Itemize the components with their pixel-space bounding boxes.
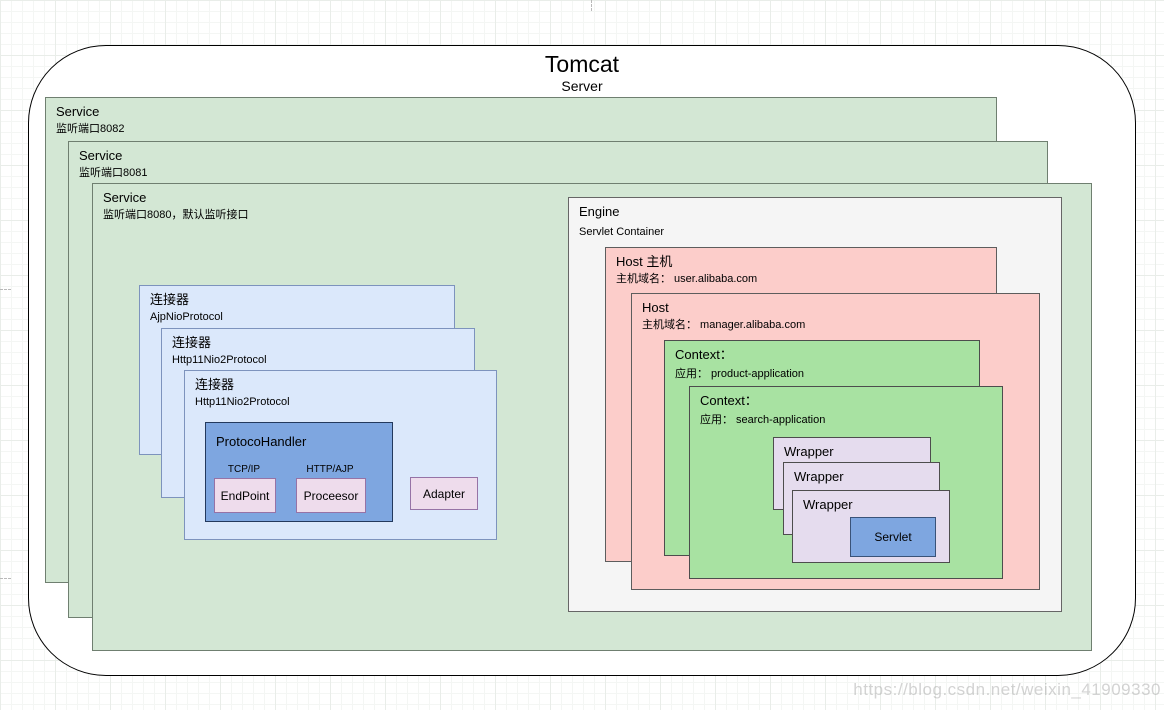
host-domain-label: 主机域名： user.alibaba.com [616, 273, 758, 285]
connector-title: 连接器 [172, 335, 212, 350]
wrapper-title: Wrapper [803, 497, 853, 512]
tcp-ip-caption: TCP/IP [227, 464, 261, 475]
connector-protocol-label: Http11Nio2Protocol [195, 396, 290, 408]
server-label: Server [561, 78, 603, 94]
connector-title: 连接器 [150, 292, 190, 307]
engine-subtitle: Servlet Container [579, 226, 664, 238]
context-app-label: 应用： product-application [675, 368, 805, 380]
protocol-handler-title: ProtocoHandler [216, 434, 307, 449]
service-port-label: 监听端口8081 [79, 167, 148, 179]
service-port-label: 监听端口8082 [56, 123, 125, 135]
context-title: Context： [700, 393, 758, 408]
host-title: Host 主机 [616, 254, 673, 269]
protocol-handler-box: ProtocoHandler TCP/IP HTTP/AJP EndPoint … [205, 422, 393, 522]
page-boundary-tick-left [0, 289, 11, 290]
connector-title: 连接器 [195, 377, 235, 392]
page-boundary-tick-top [591, 0, 592, 11]
context-app-label: 应用： search-application [700, 414, 826, 426]
wrapper-title: Wrapper [784, 444, 834, 459]
service-title: Service [103, 190, 147, 205]
watermark-url: https://blog.csdn.net/weixin_41909330 [853, 680, 1161, 699]
wrapper-box-3: Wrapper Servlet [792, 490, 950, 563]
host-title: Host [642, 300, 669, 315]
adapter-box: Adapter [410, 477, 478, 510]
connector-protocol-label: Http11Nio2Protocol [172, 354, 267, 366]
servlet-box: Servlet [850, 517, 936, 557]
service-title: Service [79, 148, 123, 163]
page-boundary-tick-left-lower [0, 578, 11, 579]
service-title: Service [56, 104, 100, 119]
service-port-label: 监听端口8080，默认监听接口 [103, 209, 249, 221]
endpoint-box: EndPoint [214, 478, 276, 513]
wrapper-title: Wrapper [794, 469, 844, 484]
engine-title: Engine [579, 204, 620, 219]
connector-protocol-label: AjpNioProtocol [150, 311, 223, 323]
host-domain-label: 主机域名： manager.alibaba.com [642, 319, 806, 331]
processor-box: Proceesor [296, 478, 366, 513]
http-ajp-caption: HTTP/AJP [306, 464, 354, 475]
context-title: Context： [675, 347, 733, 362]
diagram-title: Tomcat [544, 51, 620, 77]
